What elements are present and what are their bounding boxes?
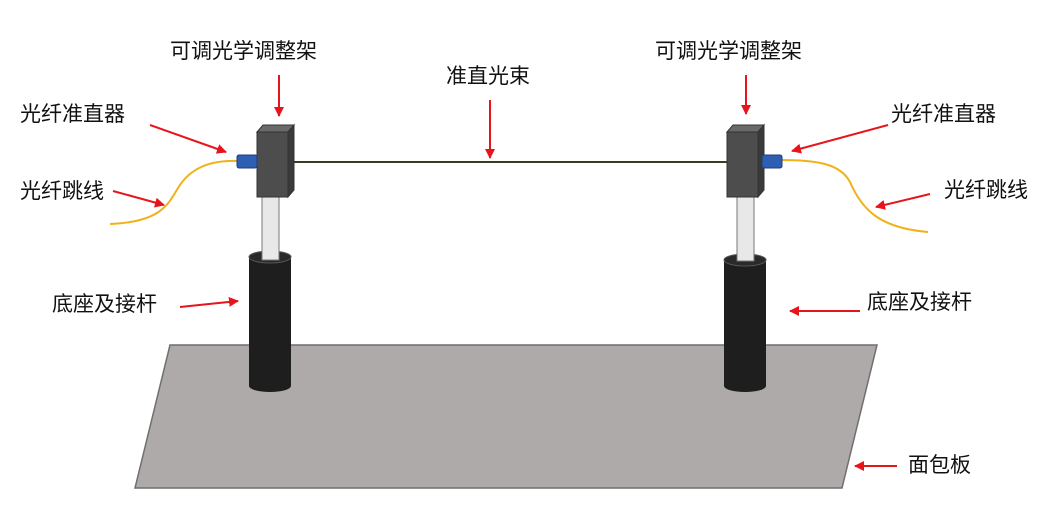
label-fiber-collimator-right: 光纤准直器 — [891, 102, 996, 126]
breadboard-plate — [134, 344, 878, 489]
rod-left — [261, 195, 280, 261]
fiber-jumper-right-cable — [779, 159, 929, 233]
arrow-collimator-left — [149, 124, 227, 154]
rod-right — [736, 196, 755, 262]
label-adjustable-mount-left: 可调光学调整架 — [170, 39, 317, 63]
post-right — [724, 260, 766, 386]
label-breadboard: 面包板 — [908, 453, 971, 477]
post-left — [249, 257, 291, 386]
right-assembly — [723, 123, 783, 392]
post-right-bottom — [724, 380, 766, 392]
collimator-left — [236, 154, 258, 169]
label-base-rod-left: 底座及接杆 — [52, 292, 157, 316]
mount-left-front — [256, 131, 289, 198]
label-base-rod-right: 底座及接杆 — [867, 290, 972, 314]
mount-left-side — [287, 123, 295, 199]
label-fiber-jumper-left: 光纤跳线 — [20, 179, 104, 203]
label-collimated-beam: 准直光束 — [446, 64, 530, 88]
fiber-jumper-left-cable — [109, 159, 239, 225]
left-assembly — [236, 123, 296, 392]
label-fiber-collimator-left: 光纤准直器 — [20, 102, 125, 126]
arrow-fiber-right — [875, 193, 931, 210]
mount-right-front — [726, 131, 759, 198]
post-left-bottom — [249, 380, 291, 392]
arrow-base-left — [179, 296, 239, 308]
label-adjustable-mount-right: 可调光学调整架 — [655, 39, 802, 63]
arrow-fiber-left — [112, 190, 165, 208]
collimator-right — [761, 154, 783, 169]
label-fiber-jumper-right: 光纤跳线 — [944, 178, 1028, 202]
arrow-collimator-right — [791, 124, 889, 154]
